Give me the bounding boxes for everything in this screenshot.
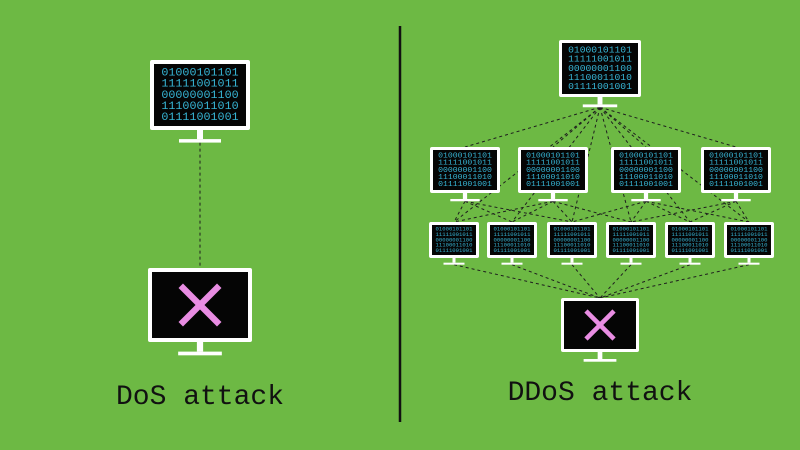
monitor-screen xyxy=(668,225,712,255)
controller-to-zombie-line xyxy=(571,107,601,223)
monitor-neck xyxy=(452,258,456,263)
monitor-base xyxy=(179,139,221,143)
monitor-screen xyxy=(609,225,653,255)
ddos-victim-computer xyxy=(561,298,639,362)
monitor-screen xyxy=(521,150,585,190)
ddos-caption: DDoS attack xyxy=(507,378,693,409)
monitor-neck xyxy=(196,342,204,352)
x-mark-icon xyxy=(178,283,222,327)
controller-to-zombie-line xyxy=(599,107,632,223)
monitor-screen xyxy=(727,225,771,255)
monitor-screen xyxy=(490,225,534,255)
monitor-base xyxy=(443,262,465,265)
zombie-to-victim-line xyxy=(599,264,632,299)
monitor-neck xyxy=(643,193,649,199)
monitor-neck xyxy=(550,193,556,199)
monitor-neck xyxy=(570,258,574,263)
x-mark-icon xyxy=(584,309,616,341)
monitor-screen xyxy=(432,225,476,255)
handler-to-zombie-line xyxy=(464,200,513,223)
handler-to-zombie-line xyxy=(689,200,737,223)
handler-to-zombie-line xyxy=(645,200,691,223)
controller-to-zombie-line xyxy=(599,106,750,223)
monitor-neck xyxy=(597,352,603,360)
zombie-to-victim-line xyxy=(571,264,601,299)
zombie-to-victim-line xyxy=(511,264,601,299)
monitor-base xyxy=(178,351,222,356)
monitor-neck xyxy=(597,97,603,105)
monitor-base xyxy=(738,262,760,265)
handler-to-zombie-line xyxy=(630,200,647,223)
monitor-base xyxy=(583,359,617,362)
monitor-neck xyxy=(629,258,633,263)
monitor-neck xyxy=(510,258,514,263)
handler-to-zombie-line xyxy=(464,200,573,223)
monitor-base xyxy=(631,198,661,202)
monitor-base xyxy=(620,262,642,265)
dos-caption: DoS attack xyxy=(115,382,285,413)
handler-to-zombie-line xyxy=(571,200,647,223)
monitor-neck xyxy=(733,193,739,199)
connection-lines xyxy=(199,106,750,299)
monitor-base xyxy=(538,198,568,202)
handler-to-zombie-line xyxy=(552,200,632,223)
zombie-to-victim-line xyxy=(599,264,750,299)
zombie-to-victim-line xyxy=(453,264,601,299)
monitor-screen xyxy=(550,225,594,255)
monitor-screen xyxy=(562,43,638,94)
monitor-neck xyxy=(462,193,468,199)
monitor-screen xyxy=(704,150,768,190)
controller-to-handler-line xyxy=(599,106,647,148)
monitor-base xyxy=(561,262,583,265)
handler-to-zombie-line xyxy=(453,200,554,223)
monitor-base xyxy=(679,262,701,265)
zombie-to-victim-line xyxy=(599,264,691,299)
monitor-neck xyxy=(197,130,203,140)
monitor-base xyxy=(450,198,480,202)
monitor-neck xyxy=(747,258,751,263)
monitor-neck xyxy=(688,258,692,263)
dos-victim-computer xyxy=(148,268,252,356)
controller-to-handler-line xyxy=(552,106,601,148)
handler-to-zombie-line xyxy=(453,201,466,223)
handler-to-zombie-line xyxy=(511,200,554,223)
monitor-screen xyxy=(433,150,497,190)
monitor-base xyxy=(582,104,618,108)
monitor-screen xyxy=(614,150,678,190)
handler-to-zombie-line xyxy=(735,201,750,223)
monitor-screen xyxy=(154,64,246,126)
handler-to-zombie-line xyxy=(552,200,573,223)
monitor-base xyxy=(501,262,523,265)
monitor-base xyxy=(721,198,751,202)
